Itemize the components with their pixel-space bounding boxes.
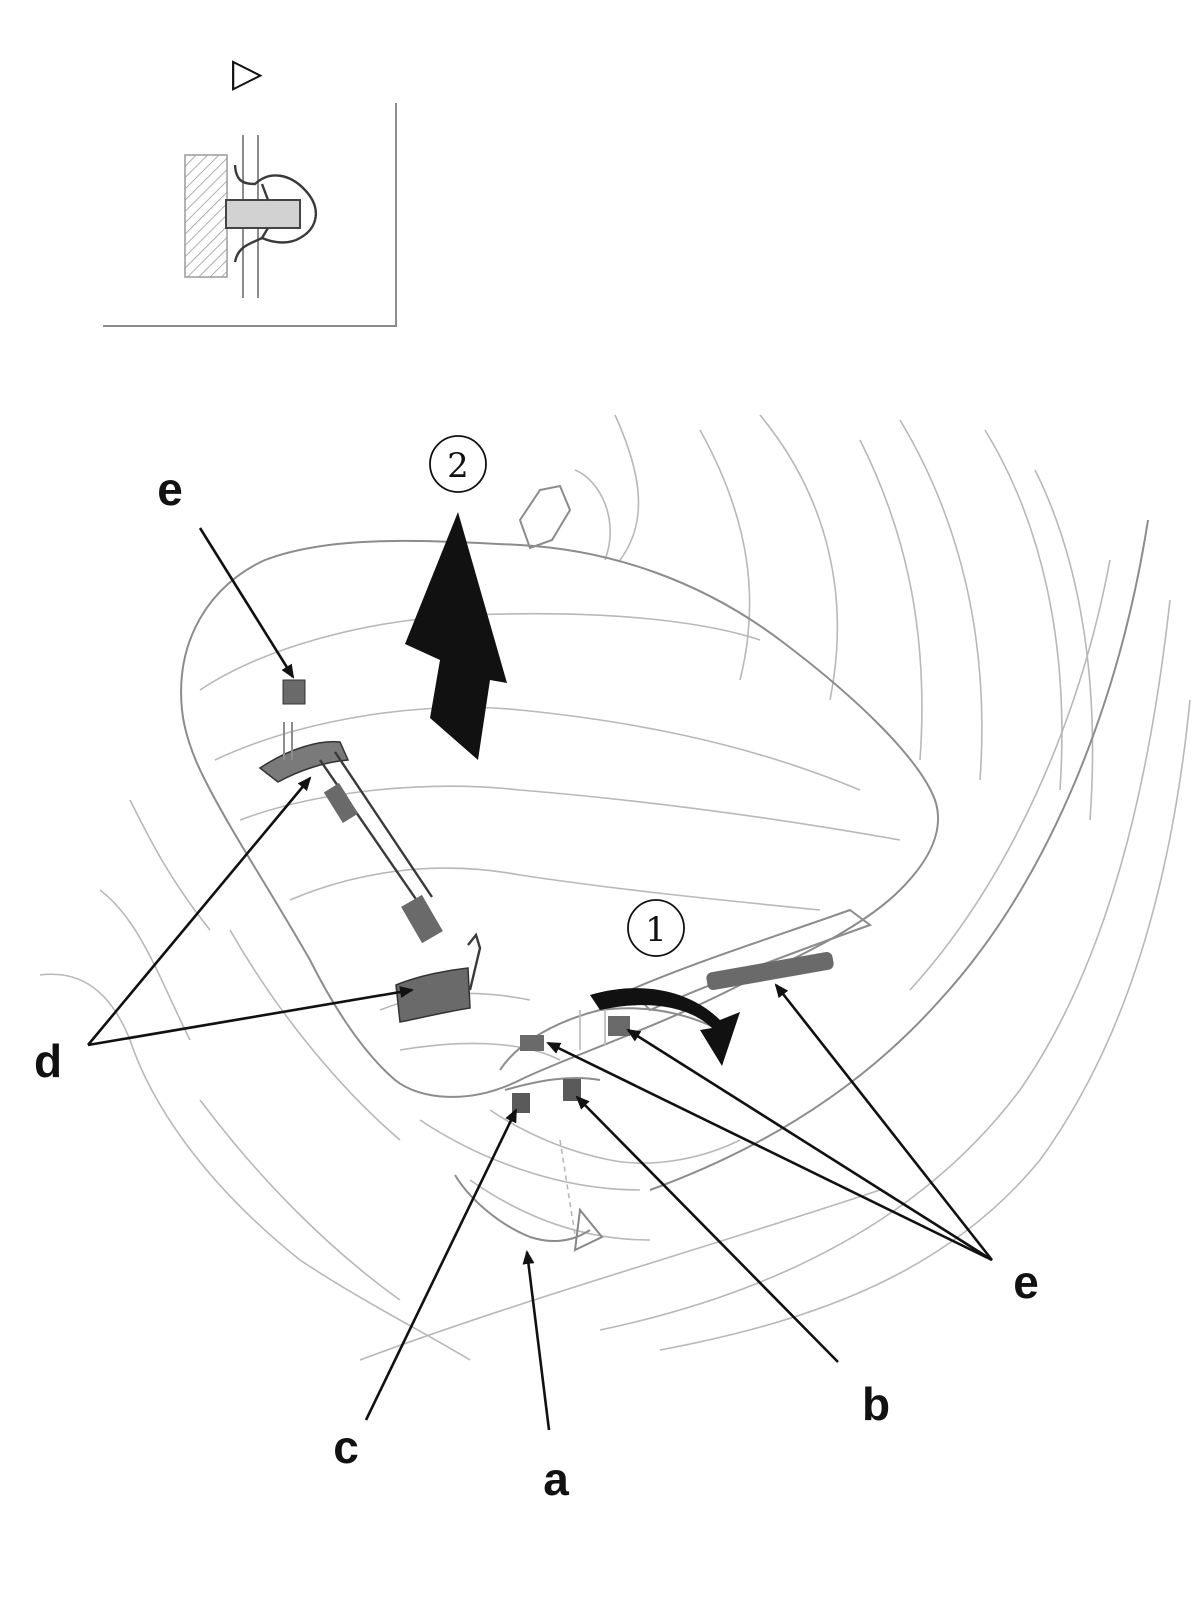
clip-e-connector-right: [608, 1016, 630, 1036]
callout-c: c: [333, 1421, 359, 1473]
connector-b: [563, 1079, 581, 1101]
side-trim-cover: [258, 679, 482, 1023]
clip-detail-inset: ▷: [103, 50, 397, 327]
callout-b: b: [862, 1378, 890, 1430]
seat-background-lineart: [39, 414, 1191, 1361]
step-1-marker: 1: [627, 899, 685, 957]
leader-e-top: [198, 527, 295, 679]
trim-clip-lower: [401, 894, 443, 944]
clip-head-outline: [233, 164, 318, 263]
front-trim-clip-d-lower: [395, 967, 471, 1023]
front-trim-clip-d-upper: [258, 740, 350, 783]
callout-d: d: [34, 1035, 62, 1087]
connector-area: [454, 1005, 741, 1252]
trim-rod: [319, 751, 433, 906]
step-2-number: 2: [447, 446, 469, 486]
callout-a: a: [543, 1453, 569, 1505]
clip-prong-outline: [260, 183, 270, 239]
clip-e-strip: [706, 951, 834, 991]
clip-e-connector-left: [520, 1035, 544, 1051]
leader-d-upper: [87, 776, 312, 1046]
detail-marker-icon: ▷: [232, 50, 263, 96]
step-1-number: 1: [645, 910, 667, 950]
leader-d-lower: [87, 986, 414, 1047]
leader-e-left: [546, 1041, 993, 1262]
leader-e-mid: [626, 1028, 993, 1262]
clip-body-shape: [225, 199, 301, 229]
leader-c: [364, 1108, 518, 1421]
trim-clip-mid: [323, 782, 359, 824]
callout-e-top: e: [157, 463, 183, 515]
clip-position-triangle-icon: [573, 1207, 604, 1252]
detail-frame: [103, 103, 397, 327]
leader-a: [522, 1250, 551, 1431]
lift-arrow-step2: [405, 512, 507, 760]
leader-b: [575, 1095, 839, 1363]
callout-e-right: e: [1013, 1256, 1039, 1308]
clip-e-top: [282, 679, 306, 705]
step-2-marker: 2: [429, 435, 487, 493]
cover-a-outline: [454, 1174, 591, 1242]
leader-e-strip: [774, 983, 994, 1261]
panel-hatched-section: [184, 154, 228, 278]
callout-labels: e d e b c a: [34, 463, 1039, 1505]
leader-lines: [87, 527, 994, 1431]
seat-cushion: [180, 539, 940, 1098]
connector-c: [512, 1093, 530, 1113]
rotate-arrow-step1: [590, 988, 740, 1066]
right-trim-strip: [628, 908, 873, 1012]
